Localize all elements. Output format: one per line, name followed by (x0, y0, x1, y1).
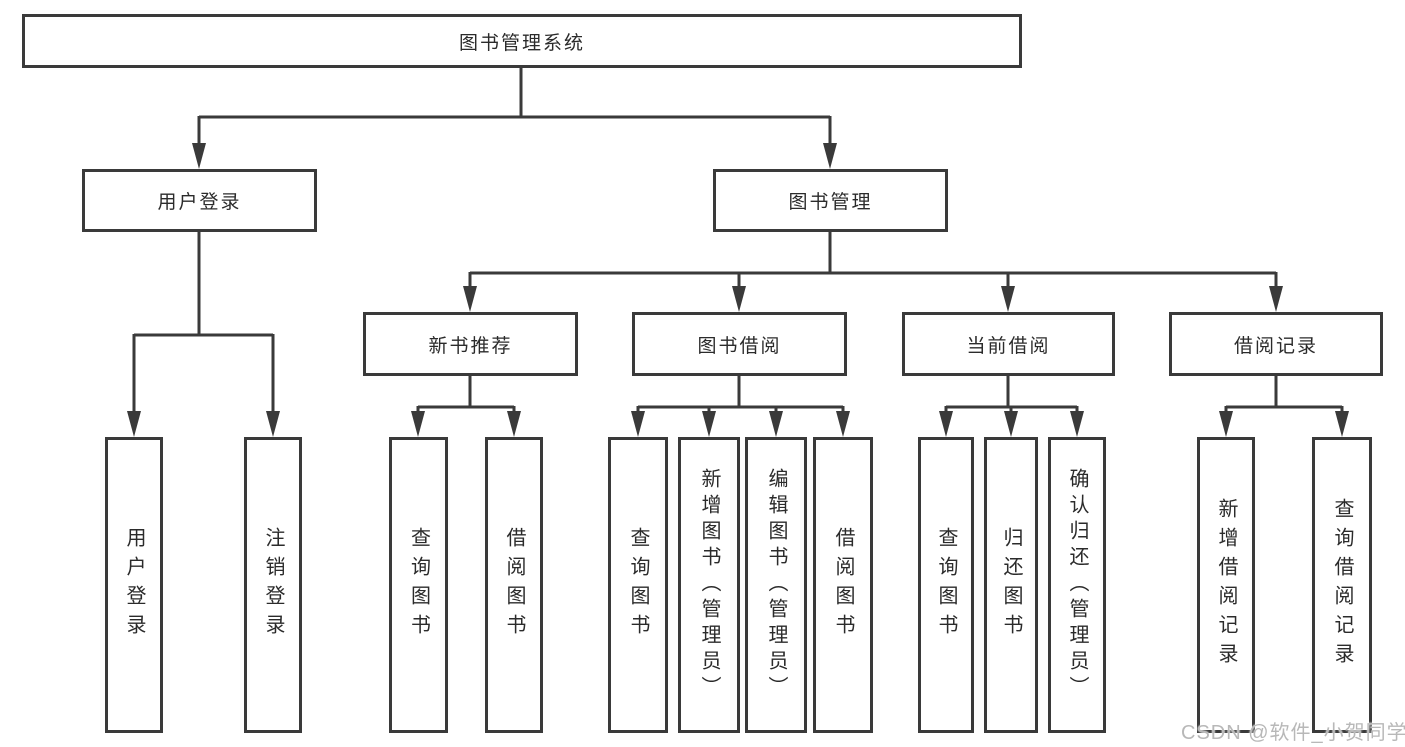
leaf-logout: 注销登录 (244, 437, 302, 733)
leaf-cb-confirm-return-admin: 确认归还（管理员） (1048, 437, 1106, 733)
node-book-borrowing-label: 图书借阅 (697, 335, 782, 357)
leaf-br-query-borrow-record: 查询借阅记录 (1312, 437, 1372, 733)
leaf-cb-return-books-label: 归还图书 (1000, 527, 1022, 643)
leaf-bb-add-books-admin: 新增图书（管理员） (678, 437, 740, 733)
leaf-br-add-borrow-record-label: 新增借阅记录 (1215, 498, 1237, 672)
arrowhead-icons (127, 143, 1349, 437)
leaf-cb-return-books: 归还图书 (984, 437, 1038, 733)
node-root: 图书管理系统 (22, 14, 1022, 68)
node-book-borrowing: 图书借阅 (632, 312, 847, 376)
node-borrowing-records-label: 借阅记录 (1233, 335, 1318, 357)
leaf-nb-query-books-label: 查询图书 (407, 527, 430, 643)
leaf-bb-query-books: 查询图书 (608, 437, 668, 733)
leaf-br-add-borrow-record: 新增借阅记录 (1197, 437, 1255, 733)
node-new-book-recommend-label: 新书推荐 (428, 335, 513, 357)
leaf-bb-borrow-books-label: 借阅图书 (832, 527, 854, 643)
leaf-cb-query-books: 查询图书 (918, 437, 974, 733)
leaf-br-query-borrow-record-label: 查询借阅记录 (1331, 498, 1353, 672)
leaf-cb-confirm-return-admin-label: 确认归还（管理员） (1066, 468, 1088, 702)
node-current-borrowing: 当前借阅 (902, 312, 1115, 376)
leaf-user-login: 用户登录 (105, 437, 163, 733)
leaf-bb-borrow-books: 借阅图书 (813, 437, 873, 733)
node-book-management: 图书管理 (713, 169, 948, 232)
node-user-login: 用户登录 (82, 169, 317, 232)
node-user-login-label: 用户登录 (157, 192, 242, 213)
leaf-nb-borrow-books: 借阅图书 (485, 437, 543, 733)
leaf-user-login-label: 用户登录 (123, 527, 145, 643)
node-book-management-label: 图书管理 (788, 192, 873, 213)
csdn-watermark: CSDN @软件_小贺同学 (1181, 722, 1405, 744)
leaf-cb-query-books-label: 查询图书 (935, 527, 957, 643)
node-root-label: 图书管理系统 (458, 32, 585, 54)
leaf-bb-edit-books-admin-label: 编辑图书（管理员） (765, 468, 787, 702)
leaf-bb-query-books-label: 查询图书 (627, 527, 649, 643)
leaf-nb-borrow-books-label: 借阅图书 (503, 527, 525, 643)
leaf-logout-label: 注销登录 (262, 527, 284, 643)
leaf-nb-query-books: 查询图书 (389, 437, 448, 733)
leaf-bb-edit-books-admin: 编辑图书（管理员） (745, 437, 807, 733)
leaf-bb-add-books-admin-label: 新增图书（管理员） (698, 468, 720, 702)
node-borrowing-records: 借阅记录 (1169, 312, 1383, 376)
node-new-book-recommend: 新书推荐 (363, 312, 578, 376)
node-current-borrowing-label: 当前借阅 (966, 335, 1051, 357)
